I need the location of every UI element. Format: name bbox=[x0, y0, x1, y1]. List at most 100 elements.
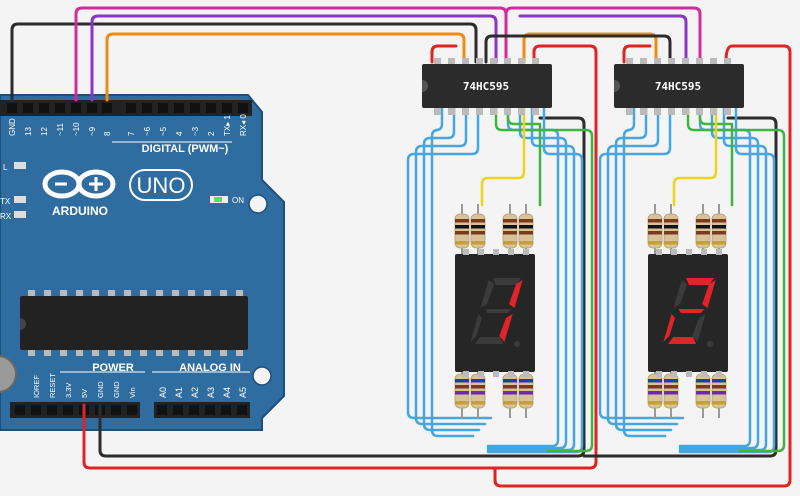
wire-gnd-top[interactable] bbox=[10, 22, 478, 102]
chip-pin[interactable] bbox=[490, 108, 497, 115]
wire-segment[interactable] bbox=[414, 106, 487, 426]
wire-data-in[interactable] bbox=[105, 32, 466, 102]
power-pin-socket[interactable] bbox=[47, 405, 57, 415]
wire-segment-g2[interactable] bbox=[698, 106, 734, 207]
chip-pin[interactable] bbox=[710, 58, 717, 65]
wire-decimal[interactable] bbox=[672, 106, 718, 207]
wire-segment-g[interactable] bbox=[686, 106, 786, 453]
wires[interactable] bbox=[10, 6, 792, 488]
chip-pin[interactable] bbox=[462, 58, 469, 65]
resistor[interactable] bbox=[454, 204, 470, 258]
chip-pin[interactable] bbox=[654, 58, 661, 65]
chip-pin[interactable] bbox=[668, 58, 675, 65]
seven-segment-display[interactable] bbox=[455, 249, 535, 377]
resistor[interactable] bbox=[454, 364, 470, 418]
chip-pin[interactable] bbox=[476, 58, 483, 65]
digital-pin-socket[interactable] bbox=[174, 103, 184, 113]
wire-gnd-bottom-2[interactable] bbox=[582, 116, 778, 458]
wire-segment[interactable] bbox=[622, 106, 667, 438]
digital-pin-socket[interactable] bbox=[87, 103, 97, 113]
chip-pin[interactable] bbox=[518, 108, 525, 115]
digital-pin-socket[interactable] bbox=[126, 103, 136, 113]
chip-pin[interactable] bbox=[518, 58, 525, 65]
wire-gnd-chain[interactable] bbox=[484, 34, 672, 64]
analog-pin-socket[interactable] bbox=[237, 405, 247, 415]
resistor[interactable] bbox=[647, 364, 663, 418]
chip-pin[interactable] bbox=[682, 58, 689, 65]
resistor[interactable] bbox=[663, 204, 679, 258]
wire-decimal[interactable] bbox=[480, 106, 526, 207]
wire-gnd-bottom[interactable] bbox=[98, 116, 586, 458]
chip-pin[interactable] bbox=[640, 108, 647, 115]
chip-pin[interactable] bbox=[710, 108, 717, 115]
digital-pin-socket[interactable] bbox=[158, 103, 168, 113]
analog-pin-socket[interactable] bbox=[173, 405, 183, 415]
resistor[interactable] bbox=[518, 204, 534, 258]
chip-pin[interactable] bbox=[640, 58, 647, 65]
power-pin-socket[interactable] bbox=[63, 405, 73, 415]
power-pin-socket[interactable] bbox=[31, 405, 41, 415]
wire-data-chain[interactable] bbox=[522, 32, 658, 64]
wire-segment[interactable] bbox=[606, 106, 679, 426]
shift-register-74hc595[interactable]: 74HC595 bbox=[614, 58, 744, 115]
resistor[interactable] bbox=[663, 364, 679, 418]
chip-pin[interactable] bbox=[696, 108, 703, 115]
chip-pin[interactable] bbox=[682, 108, 689, 115]
wire-segment[interactable] bbox=[678, 106, 760, 450]
wire-segment[interactable] bbox=[406, 106, 493, 420]
chip-pin[interactable] bbox=[490, 58, 497, 65]
wire-clock[interactable] bbox=[90, 14, 688, 102]
digital-pin-socket[interactable] bbox=[102, 103, 112, 113]
digital-pin-socket[interactable] bbox=[55, 103, 65, 113]
digital-pin-socket[interactable] bbox=[190, 103, 200, 113]
chip-pin[interactable] bbox=[434, 108, 441, 115]
resistor[interactable] bbox=[695, 364, 711, 418]
resistor[interactable] bbox=[502, 364, 518, 418]
wire-segment[interactable] bbox=[486, 106, 576, 452]
resistor[interactable] bbox=[711, 204, 727, 258]
wire-segment[interactable] bbox=[486, 106, 568, 450]
analog-pin-socket[interactable] bbox=[189, 405, 199, 415]
wire-segment[interactable] bbox=[430, 106, 475, 438]
chip-pin[interactable] bbox=[504, 58, 511, 65]
chip-pin[interactable] bbox=[626, 108, 633, 115]
wire-segment[interactable] bbox=[678, 106, 768, 452]
wire-5v-a[interactable] bbox=[82, 44, 598, 470]
chip-pin[interactable] bbox=[476, 108, 483, 115]
resistor[interactable] bbox=[647, 204, 663, 258]
seven-segment-display[interactable] bbox=[648, 249, 728, 377]
chip-pin[interactable] bbox=[626, 58, 633, 65]
wire-5v-b[interactable] bbox=[493, 44, 792, 488]
chip-pin[interactable] bbox=[668, 108, 675, 115]
resistor[interactable] bbox=[470, 364, 486, 418]
chip-pin[interactable] bbox=[448, 108, 455, 115]
analog-pin-socket[interactable] bbox=[205, 405, 215, 415]
wire-segment-g[interactable] bbox=[494, 106, 594, 453]
digital-pin-socket[interactable] bbox=[142, 103, 152, 113]
chip-pin[interactable] bbox=[724, 108, 731, 115]
wire-5v-chip2[interactable] bbox=[622, 44, 652, 64]
digital-pin-socket[interactable] bbox=[39, 103, 49, 113]
shift-register-74hc595[interactable]: 74HC595 bbox=[422, 58, 552, 115]
chip-pin[interactable] bbox=[724, 58, 731, 65]
digital-pin-socket[interactable] bbox=[206, 103, 216, 113]
resistor[interactable] bbox=[470, 204, 486, 258]
wire-segment[interactable] bbox=[678, 106, 752, 448]
analog-pin-socket[interactable] bbox=[157, 405, 167, 415]
reset-button-cap[interactable] bbox=[0, 355, 17, 393]
wire-segment-g2[interactable] bbox=[506, 106, 542, 207]
resistor[interactable] bbox=[502, 204, 518, 258]
digital-pin-socket[interactable] bbox=[23, 103, 33, 113]
wire-latch[interactable] bbox=[74, 6, 702, 102]
digital-pin-socket[interactable] bbox=[238, 103, 248, 113]
wire-5v-chip1[interactable] bbox=[430, 44, 458, 64]
chip-pin[interactable] bbox=[504, 108, 511, 115]
chip-pin[interactable] bbox=[696, 58, 703, 65]
digital-pin-socket[interactable] bbox=[71, 103, 81, 113]
wire-segment[interactable] bbox=[486, 106, 560, 448]
power-pin-socket[interactable] bbox=[111, 405, 121, 415]
resistor[interactable] bbox=[695, 204, 711, 258]
power-pin-socket[interactable] bbox=[127, 405, 137, 415]
analog-pin-socket[interactable] bbox=[221, 405, 231, 415]
chip-pin[interactable] bbox=[532, 108, 539, 115]
